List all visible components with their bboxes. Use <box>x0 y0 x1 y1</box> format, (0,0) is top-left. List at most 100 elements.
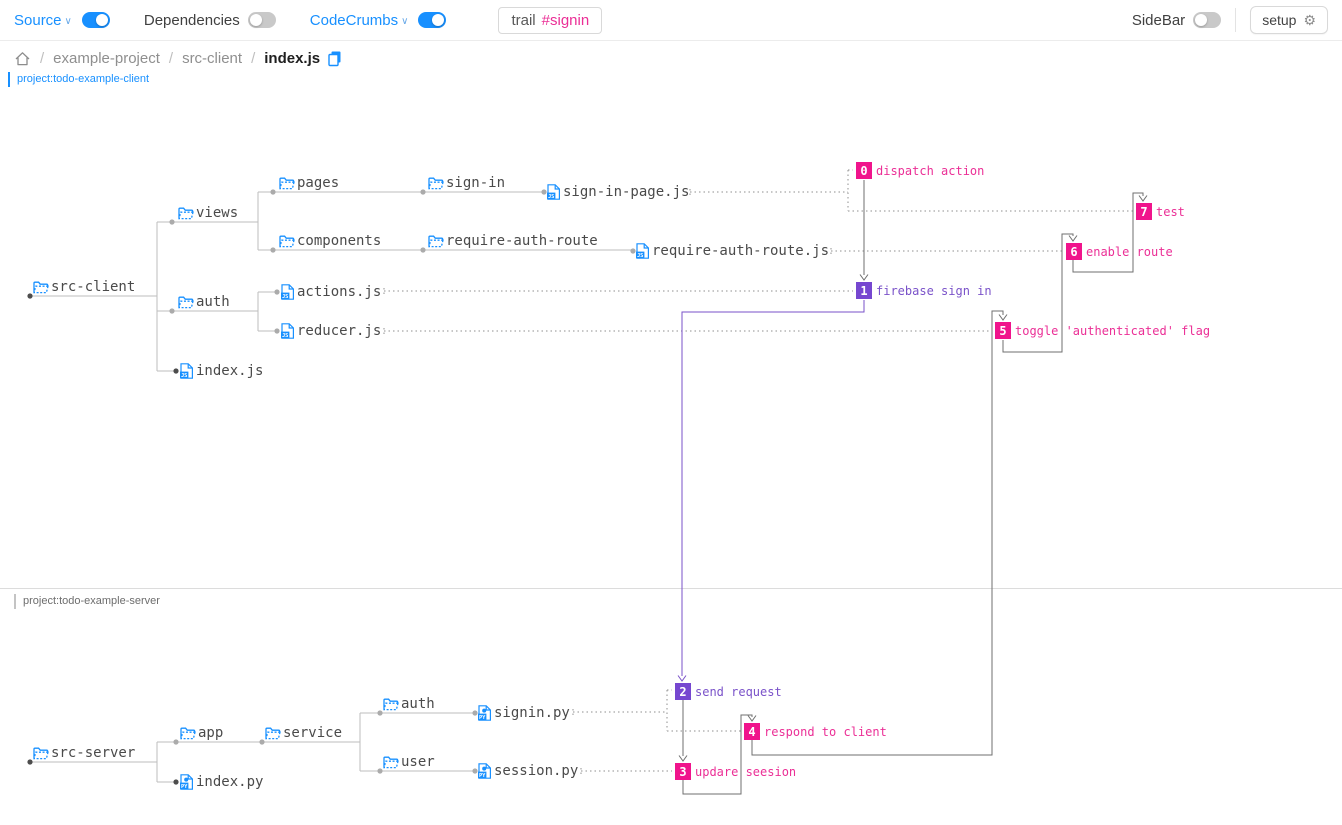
tree-node-label: signin.py <box>494 705 570 721</box>
toggle-knob <box>95 14 108 26</box>
dependencies-control: Dependencies <box>144 12 276 29</box>
tree-node-auth-server[interactable]: auth <box>383 696 435 712</box>
breadcrumb-item-project[interactable]: example-project <box>53 50 160 67</box>
tree-node-label: index.py <box>196 774 264 790</box>
setup-button[interactable]: setup ⚙ <box>1250 6 1328 34</box>
server-section-label: project:todo-example-server <box>14 594 160 609</box>
tree-node-label: sign-in <box>446 175 506 191</box>
tree-node-src-server[interactable]: src-server <box>33 745 135 761</box>
sidebar-toggle[interactable] <box>1193 12 1222 28</box>
tree-node-actions-js[interactable]: JS actions.js <box>280 284 381 300</box>
trail-prefix: trail <box>511 11 536 29</box>
gear-icon: ⚙ <box>1303 12 1316 28</box>
codecrumb-7[interactable]: 7 test <box>1136 203 1185 220</box>
sidebar-label: SideBar <box>1131 11 1186 29</box>
tree-node-label: components <box>297 233 382 249</box>
tree-node-views[interactable]: views <box>178 205 238 221</box>
codecrumb-number: 1 <box>856 282 872 299</box>
folder-icon <box>33 747 49 759</box>
svg-text:JS: JS <box>637 253 644 259</box>
copy-icon[interactable] <box>327 50 343 67</box>
tree-node-user[interactable]: user <box>383 754 435 770</box>
codecrumb-1[interactable]: 1 firebase sign in <box>856 282 992 299</box>
tree-node-src-client[interactable]: src-client <box>33 279 135 295</box>
svg-text:PY: PY <box>479 715 486 721</box>
folder-icon <box>279 177 295 189</box>
tree-node-label: auth <box>196 294 230 310</box>
svg-text:JS: JS <box>181 373 188 379</box>
codecrumbs-label[interactable]: CodeCrumbs <box>309 11 399 29</box>
tree-node-require-auth-route-js[interactable]: JS require-auth-route.js <box>635 243 829 259</box>
tree-node-label: session.py <box>494 763 579 779</box>
tree-node-app[interactable]: app <box>180 725 223 741</box>
chevron-down-icon[interactable]: ∨ <box>401 15 409 27</box>
dependencies-toggle[interactable] <box>247 12 276 28</box>
codecrumb-label: respond to client <box>764 724 887 739</box>
source-control: Source ∨ <box>14 12 110 29</box>
js-file-icon: JS <box>547 184 560 200</box>
breadcrumb-item-src-client[interactable]: src-client <box>182 50 243 67</box>
tree-node-sign-in-page-js[interactable]: JS sign-in-page.js <box>546 184 689 200</box>
chevron-down-icon[interactable]: ∨ <box>64 15 72 27</box>
tree-node-require-auth-route[interactable]: require-auth-route <box>428 233 598 249</box>
source-label[interactable]: Source <box>14 11 62 29</box>
js-file-icon: JS <box>636 243 649 259</box>
toolbar-divider <box>1235 8 1237 32</box>
py-file-icon: PY <box>478 705 491 721</box>
folder-icon <box>383 698 399 710</box>
svg-text:PY: PY <box>479 773 486 779</box>
tree-node-label: index.js <box>196 363 264 379</box>
codecrumb-label: toggle 'authenticated' flag <box>1015 323 1211 338</box>
tree-node-auth-client[interactable]: auth <box>178 294 230 310</box>
codecrumb-number: 7 <box>1136 203 1152 220</box>
tree-node-label: require-auth-route <box>446 233 598 249</box>
codecrumb-label: test <box>1156 204 1185 219</box>
toggle-knob <box>249 14 262 26</box>
breadcrumb-separator: / <box>168 50 174 67</box>
tree-node-label: reducer.js <box>297 323 382 339</box>
svg-text:PY: PY <box>181 784 188 790</box>
folder-icon <box>383 756 399 768</box>
tree-node-index-py[interactable]: PY index.py <box>179 774 263 790</box>
tree-node-service[interactable]: service <box>265 725 342 741</box>
client-section-label: project:todo-example-client <box>8 72 149 87</box>
folder-icon <box>279 235 295 247</box>
tree-node-sign-in[interactable]: sign-in <box>428 175 505 191</box>
tree-node-signin-py[interactable]: PY signin.py <box>477 705 570 721</box>
tree-node-index-js[interactable]: JS index.js <box>179 363 263 379</box>
codecrumb-number: 3 <box>675 763 691 780</box>
tree-node-label: require-auth-route.js <box>652 243 830 259</box>
tree-node-label: service <box>283 725 343 741</box>
trail-button[interactable]: trail #signin <box>498 6 603 34</box>
codecrumbs-toggle[interactable] <box>418 12 447 28</box>
source-toggle[interactable] <box>81 12 110 28</box>
folder-icon <box>178 207 194 219</box>
breadcrumb-item-current: index.js <box>264 50 321 67</box>
svg-text:JS: JS <box>548 194 555 200</box>
codecrumb-4[interactable]: 4 respond to client <box>744 723 887 740</box>
codecrumb-number: 6 <box>1066 243 1082 260</box>
sidebar-control: SideBar <box>1131 11 1222 29</box>
folder-icon <box>33 281 49 293</box>
section-divider <box>0 588 1342 589</box>
codecrumb-3[interactable]: 3 updare seesion <box>675 763 796 780</box>
tree-node-session-py[interactable]: PY session.py <box>477 763 578 779</box>
tree-node-label: pages <box>297 175 340 191</box>
tree-node-reducer-js[interactable]: JS reducer.js <box>280 323 381 339</box>
setup-label: setup <box>1262 12 1297 28</box>
home-icon[interactable] <box>14 51 31 67</box>
toggle-knob <box>1195 14 1208 26</box>
tree-node-pages[interactable]: pages <box>279 175 339 191</box>
codecrumb-label: firebase sign in <box>876 283 992 298</box>
codecrumb-label: updare seesion <box>695 764 797 779</box>
tree-node-label: user <box>401 754 435 770</box>
tree-node-label: app <box>198 725 224 741</box>
tree-node-components[interactable]: components <box>279 233 381 249</box>
tree-node-label: actions.js <box>297 284 382 300</box>
codecrumb-number: 4 <box>744 723 760 740</box>
